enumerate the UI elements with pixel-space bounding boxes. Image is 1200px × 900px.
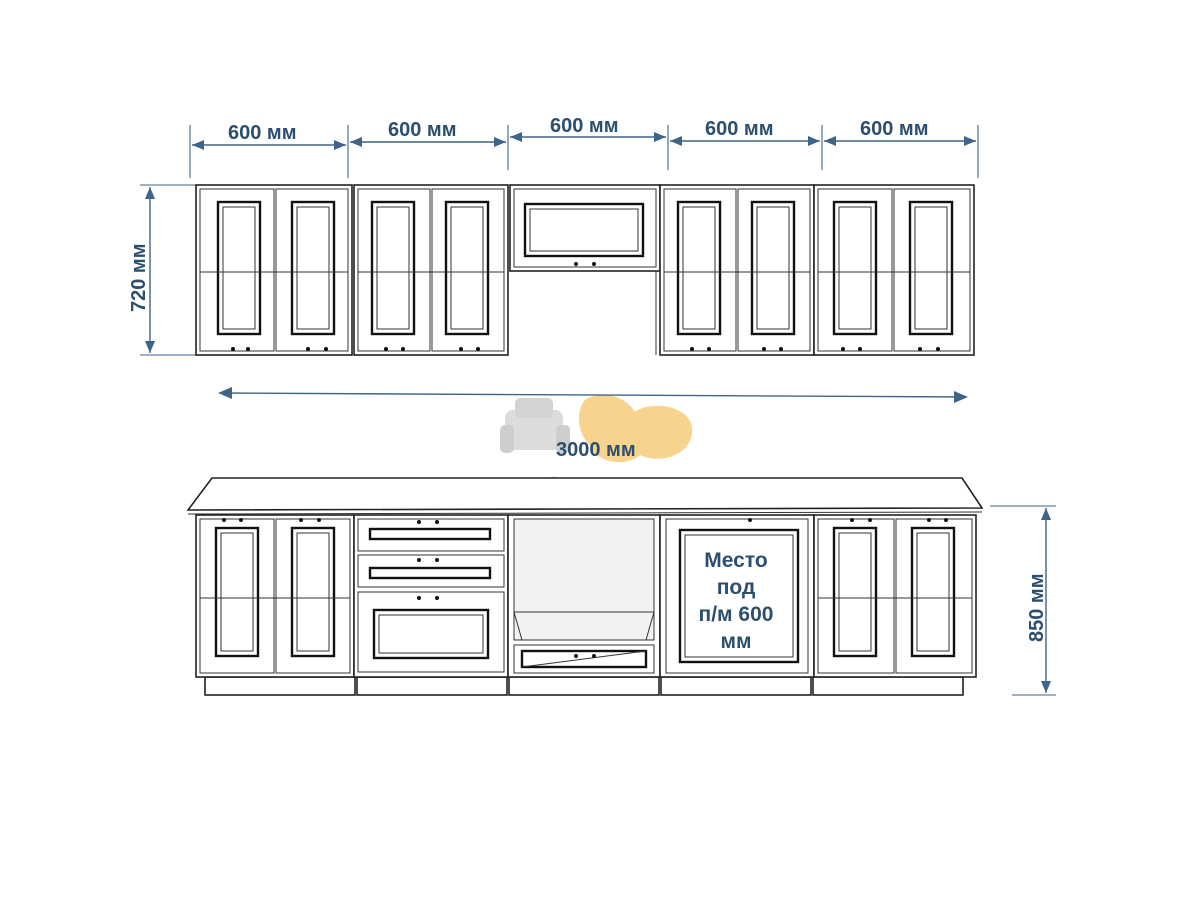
placeholder-line-2: под — [717, 576, 756, 599]
upper-width-label-1: 600 мм — [228, 122, 297, 144]
placeholder-line-4: мм — [720, 630, 751, 653]
upper-width-label-2: 600 мм — [388, 119, 457, 141]
lower-cabinet-2-drawers — [353, 514, 509, 678]
upper-height-label: 720 мм — [128, 243, 150, 312]
lower-height-dimension: 850 мм — [990, 505, 1056, 696]
total-width-dimension: 3000 мм — [218, 387, 968, 461]
upper-cabinet-4 — [659, 184, 815, 356]
lower-cabinet-4-dishwasher-place: Место под п/м 600 мм — [659, 514, 815, 678]
upper-width-label-5: 600 мм — [860, 118, 929, 140]
upper-cabinet-1 — [195, 184, 353, 356]
upper-width-label-3: 600 мм — [550, 115, 619, 137]
placeholder-line-1: Место — [704, 549, 767, 572]
upper-cabinet-5 — [813, 184, 975, 356]
swirl-logo-icon — [578, 394, 693, 463]
sofa-logo-icon — [500, 398, 570, 453]
placeholder-line-3: п/м 600 — [699, 603, 774, 626]
lower-cabinets: Место под п/м 600 мм — [186, 477, 984, 696]
lower-cabinet-1 — [195, 514, 355, 678]
upper-width-label-4: 600 мм — [705, 118, 774, 140]
upper-cabinets — [195, 184, 975, 356]
total-width-label: 3000 мм — [556, 439, 636, 461]
plinth — [204, 676, 964, 696]
lower-cabinet-3-oven-niche — [507, 514, 661, 678]
countertop — [186, 477, 984, 511]
upper-cabinet-2 — [353, 184, 509, 356]
upper-cabinet-3-hood — [509, 184, 661, 355]
upper-dimensions: 600 мм 600 мм 600 мм 600 мм 600 мм — [189, 115, 979, 178]
lower-cabinet-5 — [813, 514, 977, 678]
lower-height-label: 850 мм — [1026, 573, 1048, 642]
upper-height-dimension: 720 мм — [128, 184, 196, 356]
